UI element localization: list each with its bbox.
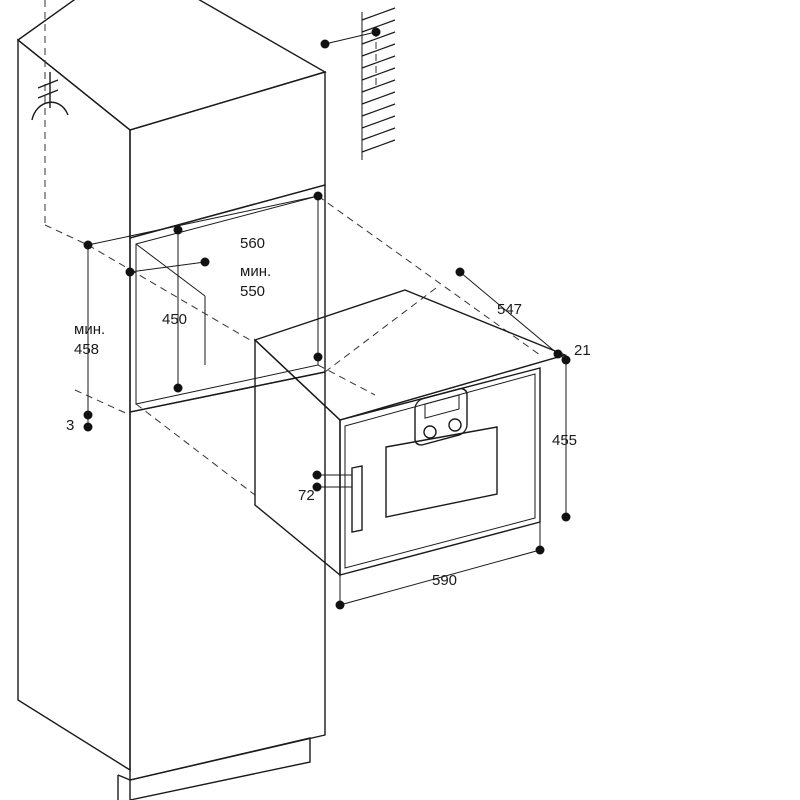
label-gap-bottom: 3 bbox=[66, 417, 74, 434]
label-niche-height-min-value: 458 bbox=[74, 341, 99, 358]
tall-cabinet bbox=[16, 0, 327, 800]
oven-appliance bbox=[253, 289, 568, 577]
oven-knob-right bbox=[448, 418, 462, 432]
label-depth: 547 bbox=[497, 301, 522, 318]
label-appliance-width: 590 bbox=[432, 572, 457, 589]
label-width-niche-min-value: 550 bbox=[240, 283, 265, 300]
power-socket-icon bbox=[31, 72, 69, 121]
cabinet-upper-door bbox=[129, 71, 326, 239]
label-width-niche-min-word: мин. bbox=[240, 263, 271, 280]
cabinet-top-face bbox=[16, 0, 327, 131]
label-front-offset: 21 bbox=[574, 342, 591, 359]
wall-hatch bbox=[324, 7, 396, 160]
cabinet-lower-door bbox=[129, 371, 326, 781]
label-niche-height: 450 bbox=[162, 311, 187, 328]
oven-door-handle bbox=[351, 465, 363, 533]
oven-control-panel bbox=[414, 388, 468, 446]
label-niche-height-min-word: мин. bbox=[74, 321, 105, 338]
oven-window bbox=[385, 426, 498, 518]
construction-lines bbox=[44, 0, 541, 496]
oven-side-face bbox=[254, 338, 341, 577]
label-width-niche: 560 bbox=[240, 235, 265, 252]
dimension-lines bbox=[87, 195, 567, 606]
dimension-markers bbox=[83, 27, 571, 610]
label-appliance-height: 455 bbox=[552, 432, 577, 449]
oven-front bbox=[339, 367, 541, 576]
oven-knob-left bbox=[423, 425, 437, 439]
label-handle-offset: 72 bbox=[298, 487, 315, 504]
oven-door bbox=[344, 373, 536, 569]
cabinet-side-face bbox=[17, 38, 131, 772]
cabinet-plinth bbox=[129, 737, 311, 800]
oven-display bbox=[424, 394, 460, 419]
